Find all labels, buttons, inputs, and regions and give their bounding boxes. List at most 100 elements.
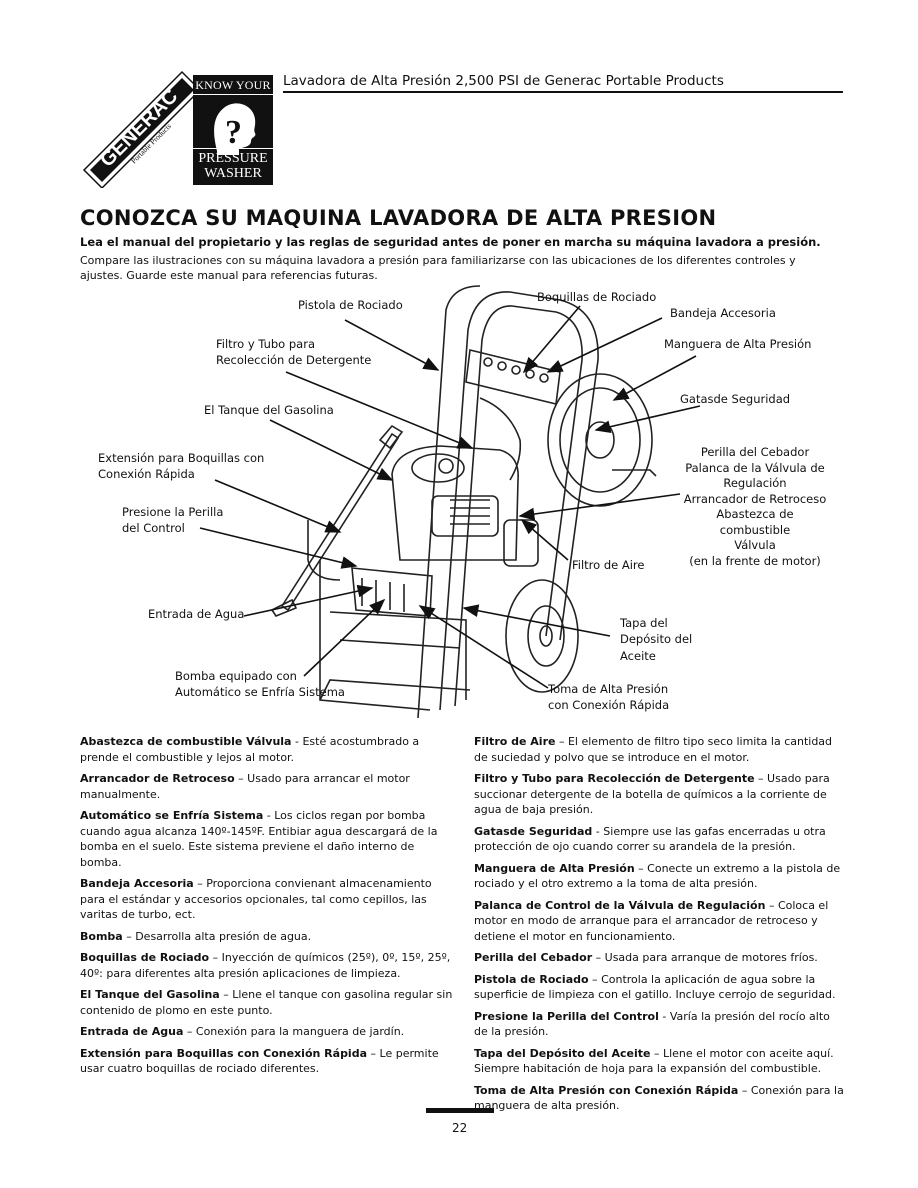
glossary-description: Usado para arrancar el motor manualmente… <box>80 772 410 801</box>
glossary-description: El elemento de filtro tipo seco limita l… <box>474 735 833 764</box>
label-right-group: Perilla del Cebador Palanca de la Válvul… <box>680 445 830 569</box>
label-tanque: El Tanque del Gasolina <box>204 403 334 417</box>
label-presione-1: Presione la Perilla <box>122 505 224 519</box>
glossary-term: Filtro de Aire <box>474 735 556 748</box>
glossary-description: Esté acostumbrado a prende el combustibl… <box>80 735 420 764</box>
glossary-term: Filtro y Tubo para Recolección de Deterg… <box>474 772 755 785</box>
glossary-term: Abastezca de combustible Válvula <box>80 735 292 748</box>
header-rule <box>283 91 843 93</box>
glossary-term: Presione la Perilla del Control <box>474 1009 659 1023</box>
intro-text: Compare las ilustraciones con su máquina… <box>80 254 796 282</box>
label-extension-2: Conexión Rápida <box>98 467 195 481</box>
label-gatas: Gatasde Seguridad <box>680 392 791 406</box>
label-abastezca-3: (en la frente de motor) <box>689 553 821 568</box>
label-bomba-1: Bomba equipado con <box>175 669 297 683</box>
badge-bottom-line-1: PRESSURE <box>198 151 268 166</box>
label-manguera: Manguera de Alta Presión <box>664 337 812 351</box>
page-number: 22 <box>452 1121 468 1135</box>
glossary-description: Llene el tanque con gasolina regular sin… <box>80 988 453 1017</box>
glossary-description: Desarrolla alta presión de agua. <box>135 929 312 943</box>
glossary-description: Proporciona convienant almacenamiento pa… <box>80 877 432 921</box>
label-tapa-1: Tapa del <box>620 616 668 630</box>
glossary-term: Boquillas de Rociado <box>80 951 210 964</box>
badge-bottom-line-2: WASHER <box>204 166 262 181</box>
glossary-entry: Bomba – Desarrolla alta presión de agua. <box>80 929 312 943</box>
glossary-term: Bandeja Accesoria <box>80 877 194 890</box>
glossary-term: Bomba <box>80 929 123 943</box>
glossary-description: Usado para succionar detergente de la bo… <box>474 772 830 816</box>
machine-drawing <box>270 285 657 719</box>
glossary-description: Le permite usar cuatro boquillas de roci… <box>80 1046 439 1076</box>
glossary-term: Arrancador de Retroceso <box>80 772 235 785</box>
glossary-description: Conexión para la manguera de jardín. <box>195 1025 405 1038</box>
glossary-description: Conexión para la manguera de alta presió… <box>474 1083 844 1113</box>
glossary-term: Palanca de Control de la Válvula de Regu… <box>474 898 766 912</box>
page-number-bar <box>426 1108 494 1113</box>
label-entrada: Entrada de Agua <box>148 607 245 621</box>
label-boquillas: Boquillas de Rociado <box>537 290 657 304</box>
glossary-term: Toma de Alta Presión con Conexión Rápida <box>474 1083 739 1097</box>
label-palanca-1: Palanca de la Válvula de <box>685 460 825 475</box>
glossary-entry: Gatasde Seguridad - Siempre use las gafa… <box>474 824 826 854</box>
glossary-entry: Toma de Alta Presión con Conexión Rápida… <box>474 1083 844 1113</box>
glossary-entry: Entrada de Agua – Conexión para la mangu… <box>80 1025 405 1038</box>
glossary-entry: Presione la Perilla del Control - Varía … <box>474 1009 830 1039</box>
glossary-term: Entrada de Agua <box>80 1025 184 1038</box>
glossary-entry: Automático se Enfría Sistema - Los ciclo… <box>80 809 438 869</box>
label-bandeja: Bandeja Accesoria <box>670 306 776 320</box>
label-toma-2: con Conexión Rápida <box>548 698 670 712</box>
glossary-description: Llene el motor con aceite aquí. Siempre … <box>474 1046 834 1076</box>
glossary-entry: Palanca de Control de la Válvula de Regu… <box>474 898 829 943</box>
label-filtro-tubo-1: Filtro y Tubo para <box>216 337 315 351</box>
glossary-entry: Filtro y Tubo para Recolección de Deterg… <box>474 772 830 816</box>
glossary-term: Perilla del Cebador <box>474 951 593 964</box>
glossary-description: Varía la presión del rocío alto de la pr… <box>474 1009 830 1039</box>
glossary-term: Automático se Enfría Sistema <box>80 809 264 822</box>
glossary-entry: Extensión para Boquillas con Conexión Rá… <box>80 1046 439 1076</box>
label-palanca-2: Regulación <box>723 476 787 490</box>
glossary-description: Conecte un extremo a la pistola de rocia… <box>474 861 841 891</box>
label-filtro-tubo-2: Recolección de Detergente <box>216 353 372 367</box>
page-title: CONOZCA SU MAQUINA LAVADORA DE ALTA PRES… <box>80 206 717 230</box>
glossary-description: Siempre use las gafas encerradas u otra … <box>474 824 826 854</box>
svg-text:?: ? <box>225 114 242 151</box>
document-header-title: Lavadora de Alta Presión 2,500 PSI de Ge… <box>283 73 724 89</box>
glossary-term: Manguera de Alta Presión <box>474 861 635 875</box>
label-abastezca-1: Abastezca de combustible <box>716 507 794 537</box>
label-arrancador: Arrancador de Retroceso <box>683 491 827 506</box>
glossary-term: Extensión para Boquillas con Conexión Rá… <box>80 1046 368 1060</box>
glossary-description: Controla la aplicación de agua sobre la … <box>474 972 836 1002</box>
label-bomba-2: Automático se Enfría Sistema <box>175 685 345 699</box>
glossary-description: Usada para arranque de motores fríos. <box>604 951 818 964</box>
glossary-entry: Perilla del Cebador – Usada para arranqu… <box>474 951 818 964</box>
glossary-entry: Abastezca de combustible Válvula - Esté … <box>80 735 420 764</box>
glossary-description: Inyección de químicos (25º), 0º, 15º, 25… <box>80 951 451 980</box>
know-your-pressure-washer-badge: KNOW YOUR ? PRESSURE WASHER <box>193 75 273 185</box>
label-presione-2: del Control <box>122 521 185 535</box>
glossary-left-column: Abastezca de combustible Válvula - Esté … <box>80 734 455 1083</box>
glossary-entry: Boquillas de Rociado – Inyección de quím… <box>80 951 451 980</box>
label-abastezca-2: Válvula <box>734 538 776 552</box>
glossary-entry: Bandeja Accesoria – Proporciona conviena… <box>80 877 432 921</box>
label-filtro-aire: Filtro de Aire <box>572 558 645 572</box>
glossary-description: Coloca el motor en modo de arranque para… <box>474 898 829 943</box>
label-tapa-3: Aceite <box>620 649 656 663</box>
glossary-entry: Arrancador de Retroceso – Usado para arr… <box>80 772 410 801</box>
label-perilla-cebador: Perilla del Cebador <box>700 445 810 459</box>
badge-top-text: KNOW YOUR <box>193 75 273 95</box>
intro-warning: Lea el manual del propietario y las regl… <box>80 235 821 249</box>
glossary-term: Tapa del Depósito del Aceite <box>474 1046 651 1060</box>
glossary-entry: Manguera de Alta Presión – Conecte un ex… <box>474 861 841 891</box>
glossary-right-column: Filtro de Aire – El elemento de filtro t… <box>474 734 846 1120</box>
label-tapa-2: Depósito del <box>620 632 693 646</box>
glossary-term: El Tanque del Gasolina <box>80 988 220 1001</box>
glossary-term: Gatasde Seguridad <box>474 824 593 838</box>
glossary-term: Pistola de Rociado <box>474 972 589 986</box>
glossary-entry: Filtro de Aire – El elemento de filtro t… <box>474 735 833 764</box>
glossary-entry: Pistola de Rociado – Controla la aplicac… <box>474 972 836 1002</box>
generac-logo: GENERAC Portable Products <box>82 70 200 188</box>
label-toma-1: Toma de Alta Presión <box>548 682 669 696</box>
glossary-entry: El Tanque del Gasolina – Llene el tanque… <box>80 988 453 1017</box>
label-pistola: Pistola de Rociado <box>298 298 403 312</box>
head-question-icon: ? <box>214 103 256 155</box>
